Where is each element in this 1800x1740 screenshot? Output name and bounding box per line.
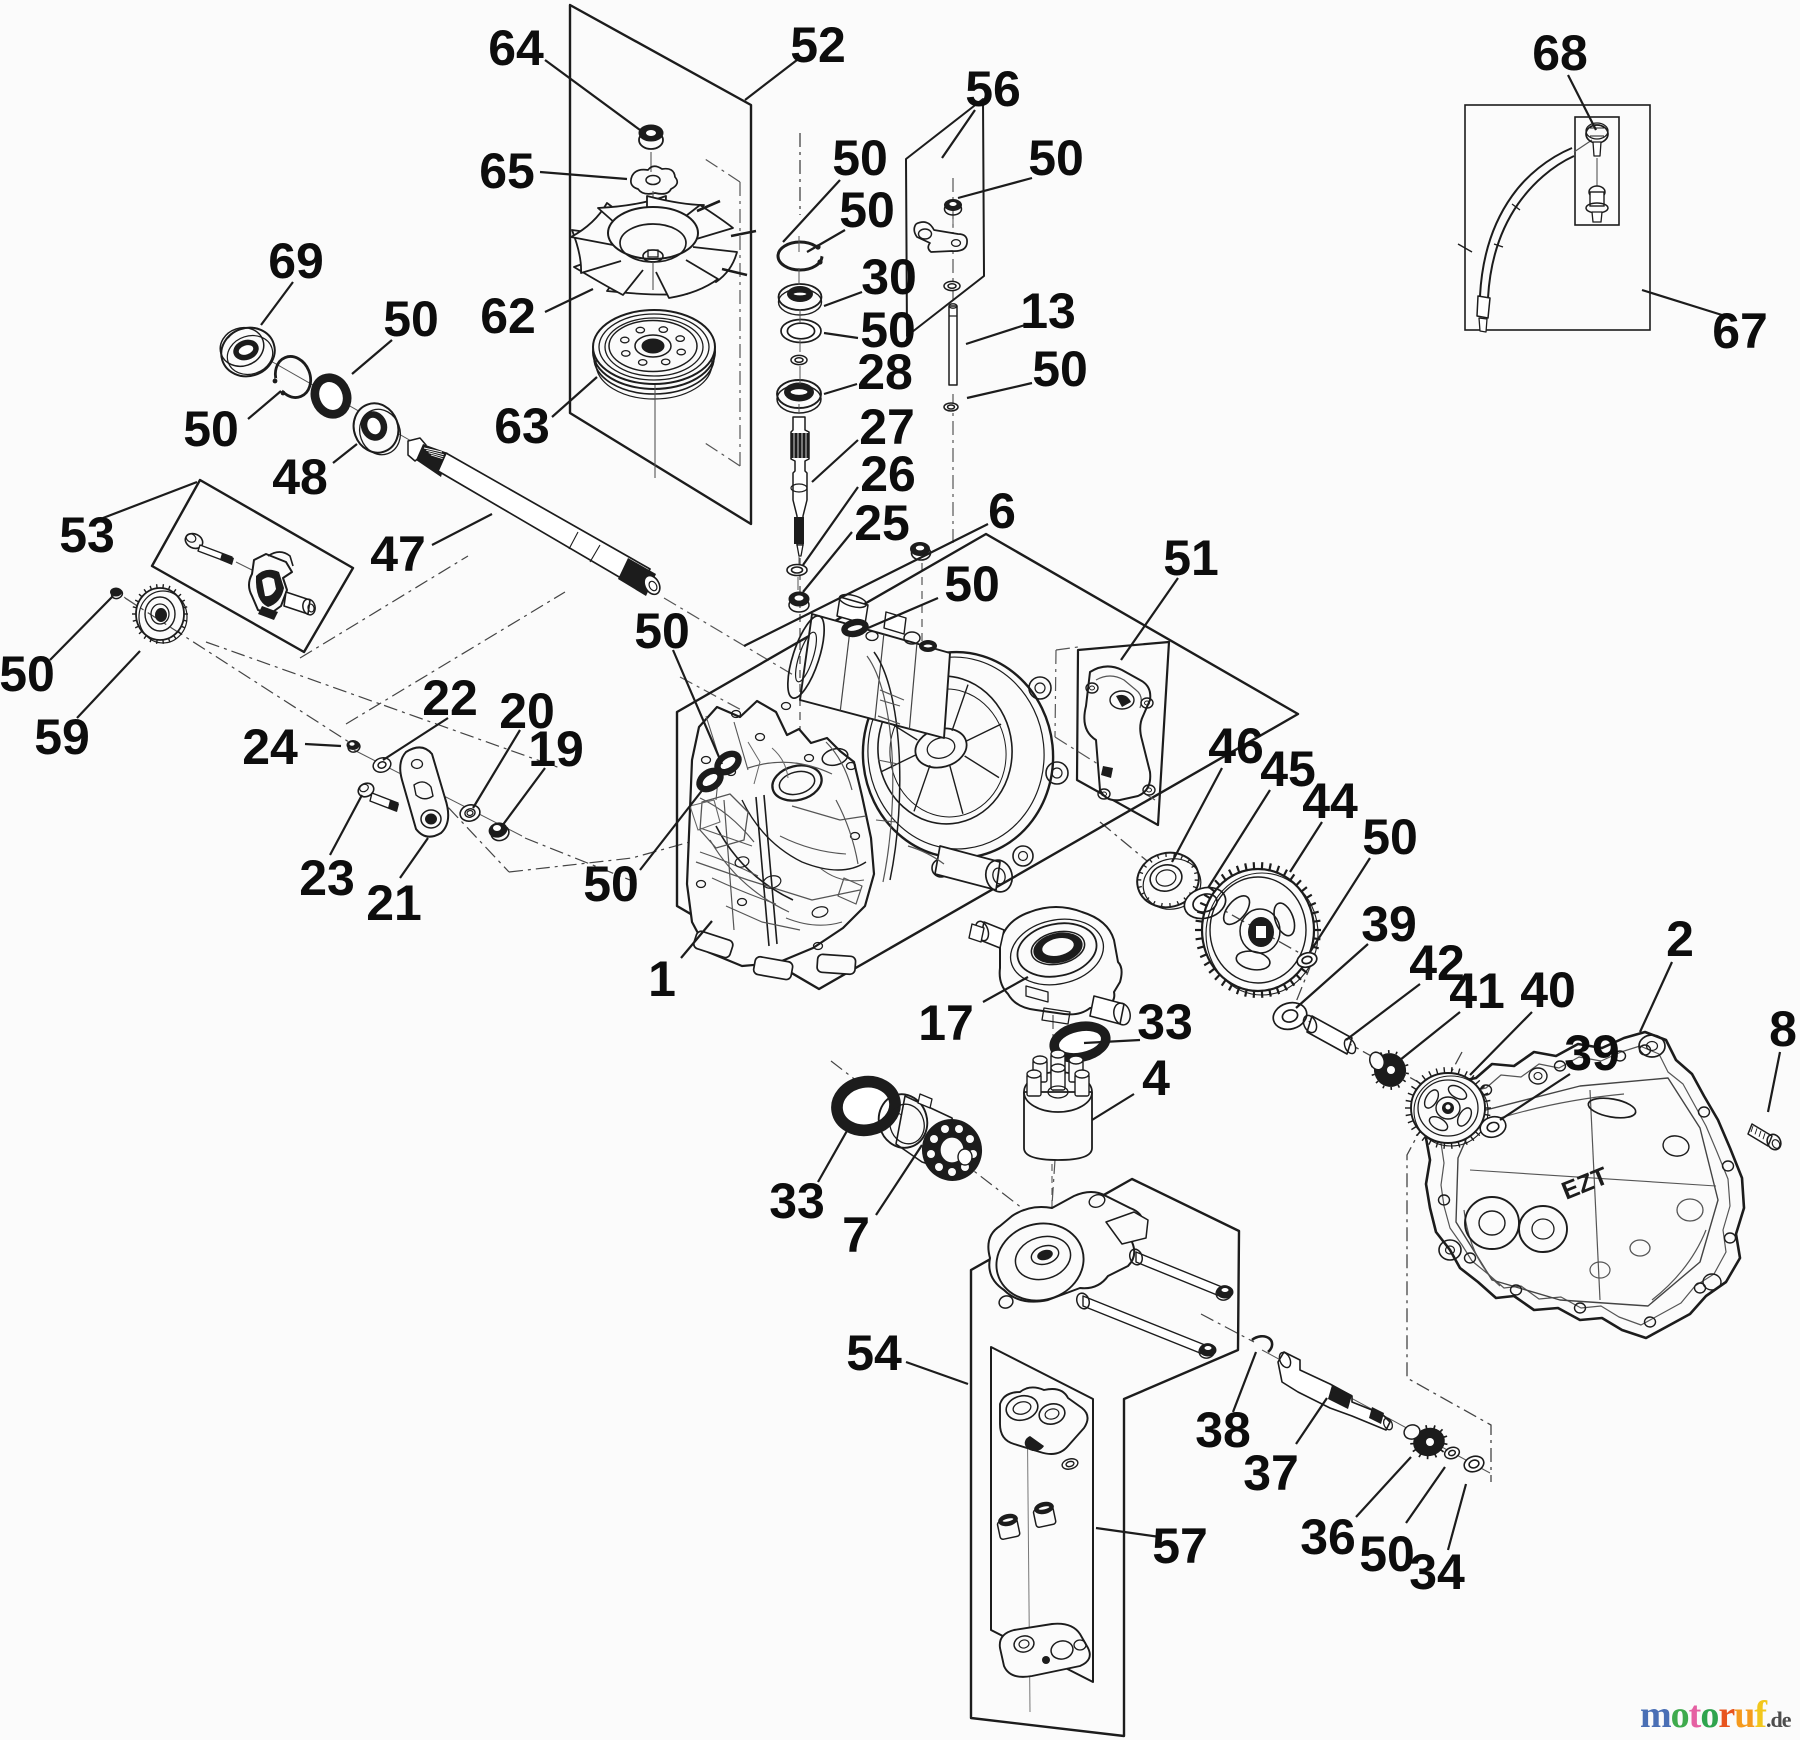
svg-text:41: 41 (1449, 963, 1505, 1019)
svg-text:24: 24 (242, 719, 298, 775)
svg-text:22: 22 (422, 670, 478, 726)
svg-text:67: 67 (1712, 303, 1768, 359)
svg-text:23: 23 (299, 850, 355, 906)
svg-text:33: 33 (769, 1173, 825, 1229)
svg-text:motoruf.de: motoruf.de (1640, 1694, 1792, 1736)
svg-text:68: 68 (1532, 25, 1588, 81)
svg-text:50: 50 (1032, 341, 1088, 397)
svg-text:50: 50 (1028, 130, 1084, 186)
svg-text:2: 2 (1666, 911, 1694, 967)
svg-text:50: 50 (634, 603, 690, 659)
svg-text:6: 6 (988, 483, 1016, 539)
svg-text:57: 57 (1152, 1518, 1208, 1574)
svg-text:4: 4 (1142, 1050, 1170, 1106)
svg-text:50: 50 (944, 556, 1000, 612)
svg-text:28: 28 (857, 344, 913, 400)
svg-text:33: 33 (1137, 994, 1193, 1050)
svg-text:50: 50 (860, 302, 916, 358)
svg-text:17: 17 (918, 995, 974, 1051)
svg-text:64: 64 (488, 20, 544, 76)
svg-text:19: 19 (528, 721, 584, 777)
svg-text:46: 46 (1208, 718, 1264, 774)
svg-text:54: 54 (846, 1325, 902, 1381)
svg-text:51: 51 (1163, 530, 1219, 586)
svg-text:48: 48 (272, 449, 328, 505)
svg-text:50: 50 (583, 856, 639, 912)
svg-text:50: 50 (832, 130, 888, 186)
svg-text:27: 27 (859, 399, 915, 455)
svg-text:65: 65 (479, 143, 535, 199)
svg-text:42: 42 (1409, 935, 1465, 991)
svg-text:50: 50 (839, 182, 895, 238)
svg-text:36: 36 (1300, 1509, 1356, 1565)
svg-text:7: 7 (842, 1207, 870, 1263)
svg-text:56: 56 (965, 61, 1021, 117)
svg-text:50: 50 (383, 291, 439, 347)
svg-text:50: 50 (1362, 809, 1418, 865)
svg-text:39: 39 (1361, 896, 1417, 952)
svg-text:34: 34 (1409, 1544, 1465, 1600)
svg-text:52: 52 (790, 17, 846, 73)
svg-text:1: 1 (648, 951, 676, 1007)
svg-text:59: 59 (34, 709, 90, 765)
svg-text:30: 30 (861, 249, 917, 305)
svg-text:63: 63 (494, 398, 550, 454)
svg-text:50: 50 (183, 401, 239, 457)
svg-text:40: 40 (1520, 962, 1576, 1018)
svg-text:26: 26 (860, 446, 916, 502)
svg-text:50: 50 (0, 646, 55, 702)
svg-text:50: 50 (1359, 1526, 1415, 1582)
svg-text:13: 13 (1020, 283, 1076, 339)
svg-text:8: 8 (1769, 1001, 1797, 1057)
svg-text:39: 39 (1564, 1025, 1620, 1081)
svg-text:44: 44 (1302, 773, 1358, 829)
svg-text:37: 37 (1243, 1445, 1299, 1501)
svg-text:53: 53 (59, 507, 115, 563)
svg-text:69: 69 (268, 233, 324, 289)
svg-text:45: 45 (1260, 741, 1316, 797)
svg-text:20: 20 (499, 683, 555, 739)
svg-text:62: 62 (480, 288, 536, 344)
svg-text:25: 25 (854, 495, 910, 551)
svg-text:21: 21 (366, 875, 422, 931)
svg-text:38: 38 (1195, 1402, 1251, 1458)
svg-text:47: 47 (370, 526, 426, 582)
